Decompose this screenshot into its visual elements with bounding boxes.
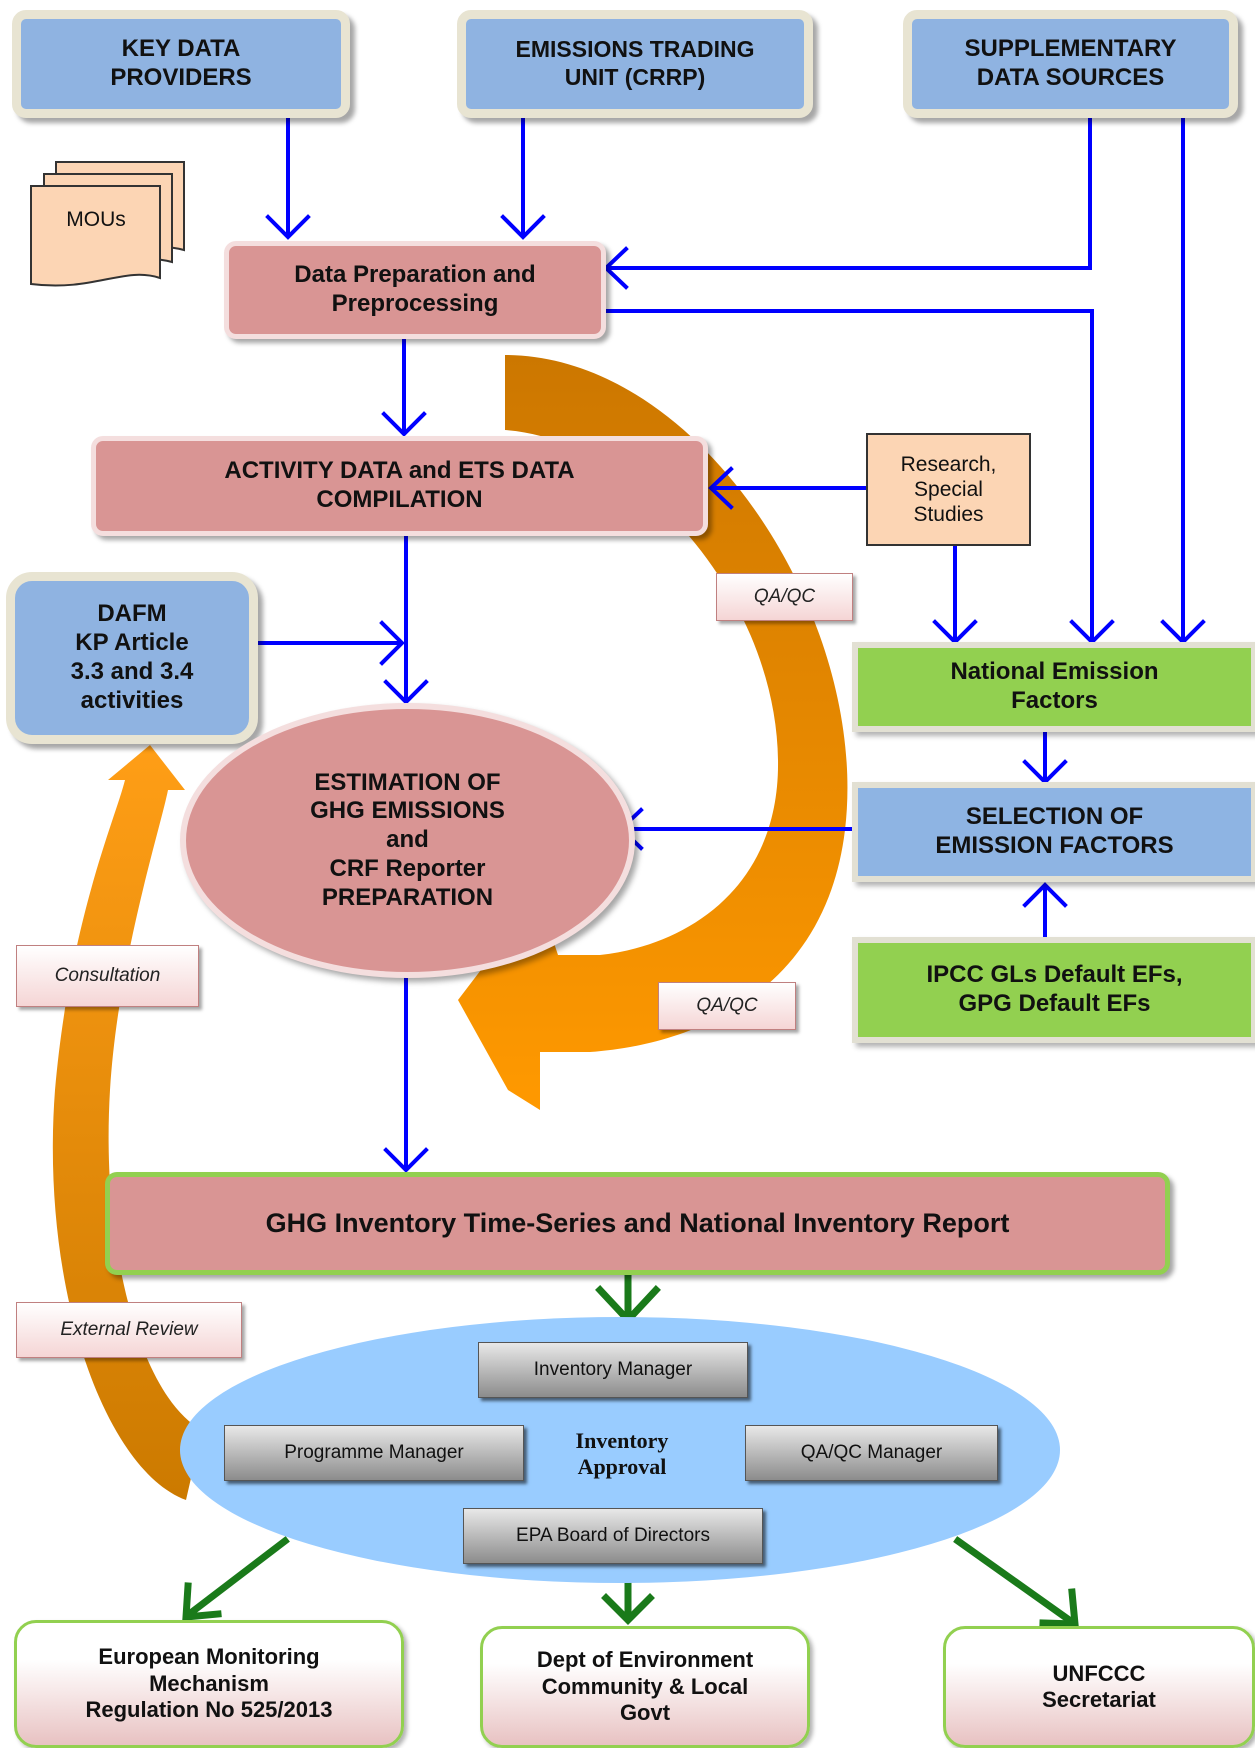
- research-line1: Research,: [900, 452, 997, 476]
- national-emission-factors-line1: National Emission: [950, 658, 1159, 686]
- mous-documents-icon: [30, 161, 185, 287]
- ipcc-defaults-line1: IPCC GLs Default EFs,: [926, 961, 1183, 989]
- estimation-line3: and: [386, 826, 429, 854]
- dafm-line4: activities: [80, 686, 184, 714]
- ipcc-defaults-line2: GPG Default EFs: [958, 990, 1151, 1017]
- estimation-line1: ESTIMATION OF: [314, 768, 501, 796]
- dept-environment-line2: Community & Local: [541, 1673, 749, 1699]
- supplementary-data-sources-line2: DATA SOURCES: [976, 64, 1165, 91]
- mous-label: MOUs: [66, 208, 126, 232]
- qaqc-manager-box: QA/QC Manager: [745, 1425, 998, 1481]
- key-data-providers-line2: PROVIDERS: [110, 64, 252, 91]
- inventory-approval-line2: Approval: [577, 1454, 667, 1479]
- research-line2: Special: [914, 477, 983, 501]
- qaqc-cycle-arrow: [458, 355, 848, 1110]
- data-preparation-line1: Data Preparation and: [294, 261, 536, 289]
- ghg-inventory-label: GHG Inventory Time-Series and National I…: [265, 1208, 1010, 1239]
- unfccc-line2: Secretariat: [1042, 1687, 1156, 1712]
- inventory-approval-line1: Inventory: [575, 1427, 669, 1453]
- estimation-line5: PREPARATION: [321, 883, 494, 911]
- review-cycle-arrow: [52, 745, 202, 1500]
- dafm-line2: KP Article: [75, 629, 189, 657]
- consultation-label: Consultation: [16, 945, 199, 1007]
- national-emission-factors-line2: Factors: [1011, 687, 1098, 714]
- programme-manager-box: Programme Manager: [224, 1425, 524, 1481]
- selection-line2: EMISSION FACTORS: [935, 832, 1174, 859]
- dafm-line3: 3.3 and 3.4: [70, 658, 194, 685]
- estimation-line2: GHG EMISSIONS: [310, 797, 505, 825]
- output-arrows: [182, 1263, 1079, 1628]
- unfccc-line1: UNFCCC: [1052, 1660, 1146, 1686]
- emissions-trading-unit-line1: EMISSIONS TRADING: [515, 36, 755, 63]
- emissions-trading-unit-line2: UNIT (CRRP): [564, 64, 706, 90]
- inventory-manager-box: Inventory Manager: [478, 1342, 748, 1398]
- selection-line1: SELECTION OF: [965, 803, 1144, 831]
- ghg-inventory-box: GHG Inventory Time-Series and National I…: [105, 1172, 1170, 1275]
- approval-ellipse: [180, 1317, 1060, 1583]
- research-line3: Studies: [913, 503, 984, 527]
- ipcc-defaults-box: IPCC GLs Default EFs,GPG Default EFs: [852, 937, 1255, 1043]
- key-data-providers-line1: KEY DATA: [121, 35, 241, 63]
- data-preparation-line2: Preprocessing: [331, 290, 499, 317]
- activity-data-line1: ACTIVITY DATA and ETS DATA: [224, 457, 575, 485]
- dafm-line1: DAFM: [97, 600, 167, 628]
- supplementary-data-sources-line1: SUPPLEMENTARY: [964, 35, 1177, 63]
- estimation-line4: CRF Reporter: [329, 854, 486, 882]
- european-monitoring-line3: Regulation No 525/2013: [85, 1697, 333, 1723]
- dept-environment-line3: Govt: [619, 1700, 671, 1726]
- qaqc-label-upper: QA/QC: [716, 573, 853, 621]
- dept-environment-line1: Dept of Environment: [536, 1647, 754, 1673]
- activity-data-line2: COMPILATION: [316, 486, 483, 513]
- european-monitoring-line2: Mechanism: [149, 1670, 269, 1696]
- qaqc-label-lower: QA/QC: [658, 982, 796, 1030]
- european-monitoring-line1: European Monitoring: [98, 1644, 320, 1670]
- external-review-label: External Review: [16, 1302, 242, 1358]
- epa-board-box: EPA Board of Directors: [463, 1508, 763, 1564]
